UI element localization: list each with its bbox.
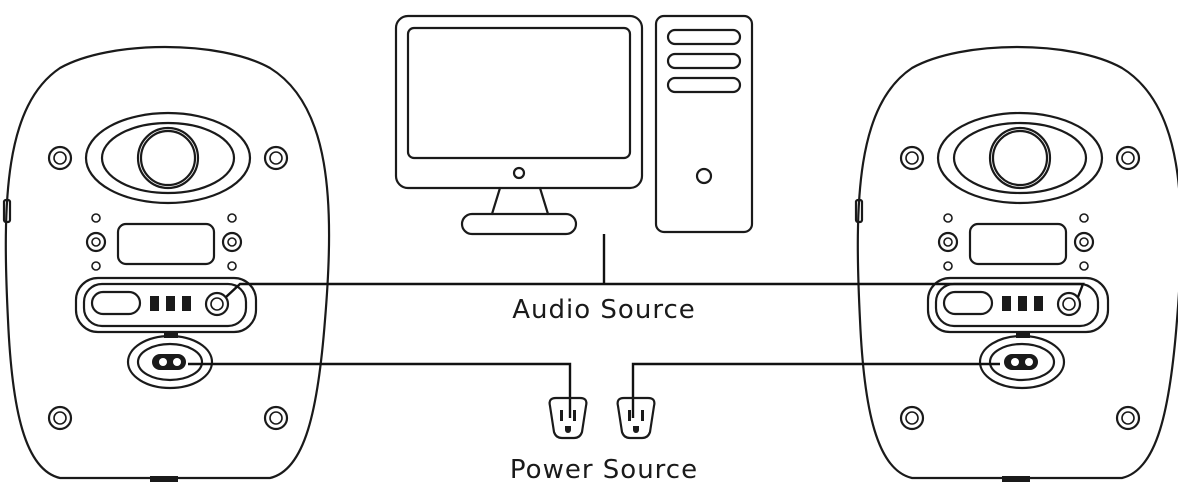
audio-cable bbox=[225, 234, 1085, 298]
left-speaker bbox=[2, 45, 331, 484]
audio-source-label: Audio Source bbox=[512, 295, 695, 325]
pc-tower bbox=[654, 14, 754, 234]
monitor bbox=[394, 14, 644, 236]
power-cable-right bbox=[631, 362, 1000, 418]
power-cable-left bbox=[188, 362, 572, 418]
power-source-label: Power Source bbox=[510, 455, 698, 485]
power-outlet-left bbox=[548, 396, 588, 440]
power-outlet-right bbox=[616, 396, 656, 440]
right-speaker bbox=[854, 45, 1178, 484]
